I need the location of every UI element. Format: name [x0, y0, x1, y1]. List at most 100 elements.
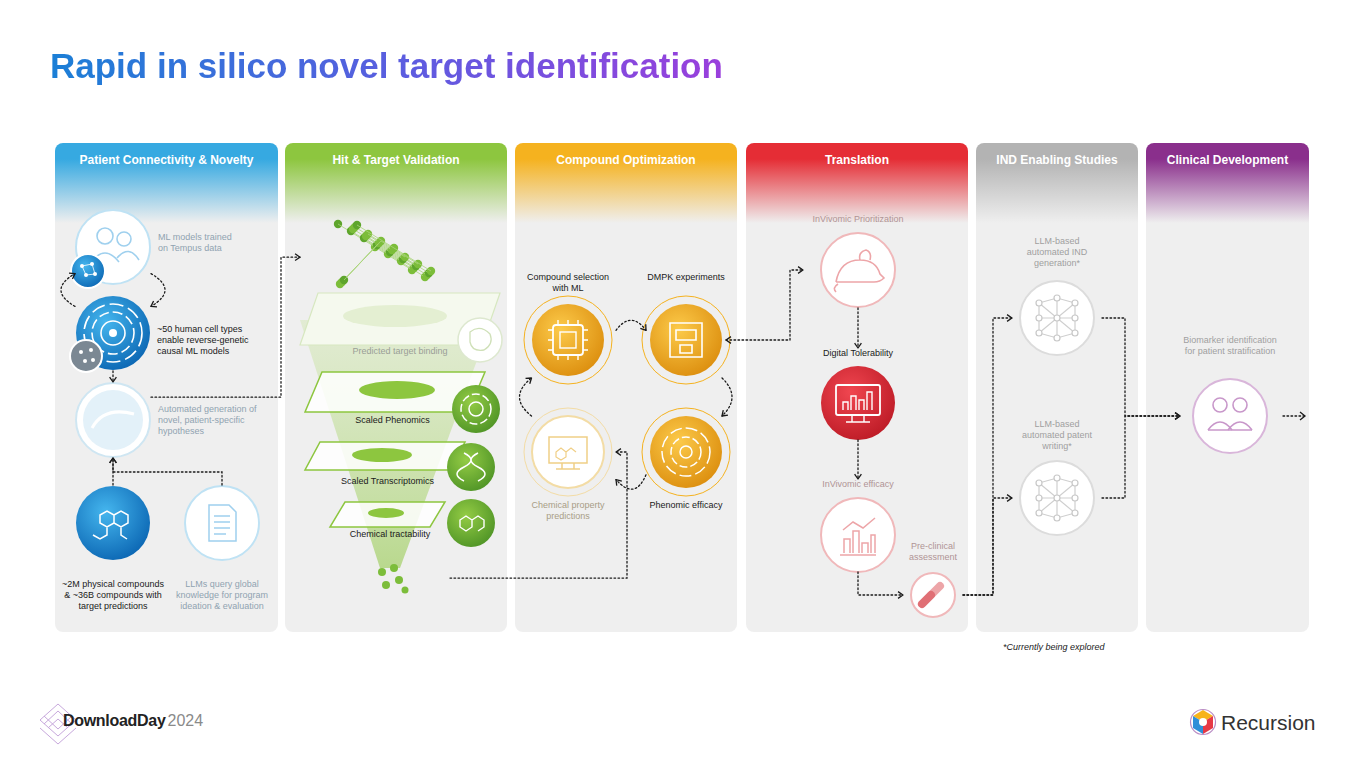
molecule-dot — [351, 223, 359, 231]
hypothesis-icon-circle — [76, 383, 150, 457]
compound-icon-circle — [76, 486, 150, 560]
stage-column: Clinical DevelopmentBiomarker identifica… — [1146, 143, 1309, 632]
connector-line — [1102, 318, 1180, 416]
label-wrap: *Currently being explored — [1003, 636, 1105, 654]
step-node: LLMs query global knowledge for program … — [169, 485, 275, 612]
step-label-text: Scaled Transcriptomics — [300, 476, 475, 487]
molecule-dot — [397, 257, 405, 265]
step-node: ~50 human cell types enable reverse-gene… — [75, 295, 151, 371]
molecule-dot — [427, 267, 435, 275]
arrow-head — [855, 343, 862, 348]
flow-connector — [520, 378, 532, 416]
molecule-dot — [362, 232, 370, 240]
flow-connector — [616, 320, 646, 330]
arrow-head — [798, 267, 803, 274]
column-header: Translation — [746, 153, 968, 168]
molecule-dot — [414, 260, 422, 268]
step-label: ML models trained on Tempus data — [158, 232, 243, 254]
step-label-text: Automated generation of novel, patient-s… — [158, 404, 276, 437]
step-label-text: LLMs query global knowledge for program … — [169, 579, 275, 612]
step-label: Compound selection with ML — [520, 272, 616, 294]
event-year: 2024 — [168, 711, 204, 731]
step-label-text: Biomarker identification for patient str… — [1180, 335, 1280, 357]
column-header: Hit & Target Validation — [285, 153, 507, 168]
step-label: Pre-clinical assessment — [903, 541, 963, 563]
molecule-dot — [410, 264, 418, 272]
flow-connector — [110, 371, 117, 382]
molecule-bond — [377, 245, 414, 268]
step-label-text: Phenomic efficacy — [646, 500, 726, 511]
molecule-dot — [390, 244, 398, 252]
patient-icon-circle — [1193, 379, 1267, 453]
connector-line — [722, 378, 732, 416]
flow-connector — [61, 273, 75, 306]
molecule-bond — [351, 231, 388, 254]
step-label-text: ~50 human cell types enable reverse-gene… — [157, 324, 269, 357]
molecule-bond — [388, 254, 425, 277]
connector-line — [616, 320, 646, 330]
flow-connector — [963, 315, 1012, 595]
event-name: DownloadDay — [63, 711, 166, 731]
flow-connector — [855, 440, 862, 479]
flow-connector — [616, 475, 646, 489]
molecule-cloud — [334, 220, 435, 288]
flow-connector — [722, 378, 732, 416]
molecule-dot — [340, 276, 348, 284]
molecule-dot — [375, 239, 383, 247]
step-label-text: InVivomic Prioritization — [803, 214, 913, 225]
step-label-text: Compound selection with ML — [520, 272, 616, 294]
arrow-head — [110, 377, 117, 382]
connector-line — [963, 318, 1012, 595]
connector-line — [112, 458, 113, 485]
arrow-head — [295, 254, 300, 261]
connector-line — [616, 475, 646, 489]
column-header-text: IND Enabling Studies — [976, 153, 1138, 168]
molecule-bond — [364, 238, 401, 261]
flow-connector — [1102, 318, 1180, 419]
step-label: Scaled Phenomics — [300, 415, 485, 426]
arrow-head — [1007, 315, 1012, 322]
molecule-dot — [421, 273, 429, 281]
column-header-text: Patient Connectivity & Novelty — [55, 153, 278, 168]
company-name: Recursion — [1221, 710, 1316, 736]
step-label: Predicted target binding — [300, 346, 500, 357]
flow-connector — [855, 308, 862, 348]
column-header-text: Translation — [746, 153, 968, 168]
step-label-text: Chemical tractability — [330, 529, 450, 540]
step-node: Chemical property predictions — [520, 416, 616, 522]
molecule-dot — [412, 262, 420, 270]
arrow-head — [526, 378, 532, 384]
step-node: Digital Tolerability — [808, 348, 908, 440]
molecule-dot — [347, 227, 355, 235]
step-node: ~2M physical compounds & ~36B compounds … — [58, 485, 168, 612]
molecule-dot — [349, 225, 357, 233]
step-label: InVivomic Prioritization — [803, 214, 913, 225]
stage-column: Hit & Target ValidationPredicted target … — [285, 143, 507, 632]
validation-icons — [378, 318, 502, 594]
flow-connector — [151, 254, 300, 397]
connector-line — [520, 378, 532, 416]
step-label-text: LLM-based automated patent writing* — [1012, 419, 1102, 452]
flow-connector — [151, 274, 165, 307]
molecule-bond — [392, 250, 429, 273]
step-node: Predicted target binding — [300, 218, 500, 358]
molecule-dot — [353, 221, 361, 229]
flow-connector — [963, 495, 1012, 595]
connector-line — [113, 458, 222, 485]
step-label: Biomarker identification for patient str… — [1180, 335, 1280, 357]
step-label-text: InVivomic efficacy — [808, 479, 908, 490]
footnote-text: *Currently being explored — [1003, 642, 1105, 653]
molecule-bond — [381, 241, 418, 264]
step-label-text: LLM-based automated IND generation* — [1012, 236, 1102, 269]
connector-line — [1102, 416, 1180, 498]
step-label: Automated generation of novel, patient-s… — [158, 404, 276, 437]
column-header: Patient Connectivity & Novelty — [55, 153, 278, 168]
step-node: Pre-clinical assessment — [903, 541, 963, 617]
molecule-bond — [340, 245, 377, 284]
step-label: InVivomic efficacy — [808, 479, 908, 490]
molecule-dot — [373, 241, 381, 249]
connector-line — [726, 270, 803, 340]
step-label-text: Pre-clinical assessment — [903, 541, 963, 563]
connector-line — [857, 308, 858, 348]
label-wrap: DownloadDay — [63, 711, 166, 731]
